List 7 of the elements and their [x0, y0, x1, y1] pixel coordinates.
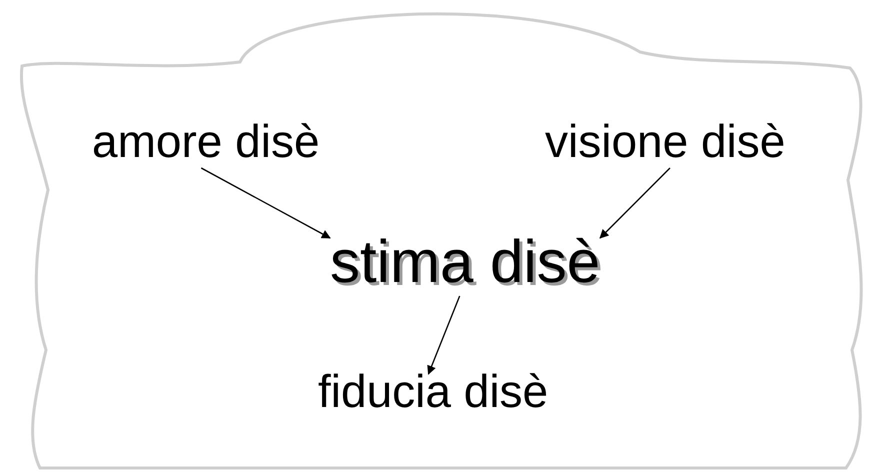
arrow: [427, 296, 460, 375]
node-label: fiducia disè: [318, 368, 548, 414]
arrow: [200, 167, 331, 239]
arrow: [599, 168, 670, 239]
node-label: visione disè: [545, 118, 786, 164]
node-label: amore disè: [92, 118, 320, 164]
node-label: stima disè: [330, 232, 600, 292]
